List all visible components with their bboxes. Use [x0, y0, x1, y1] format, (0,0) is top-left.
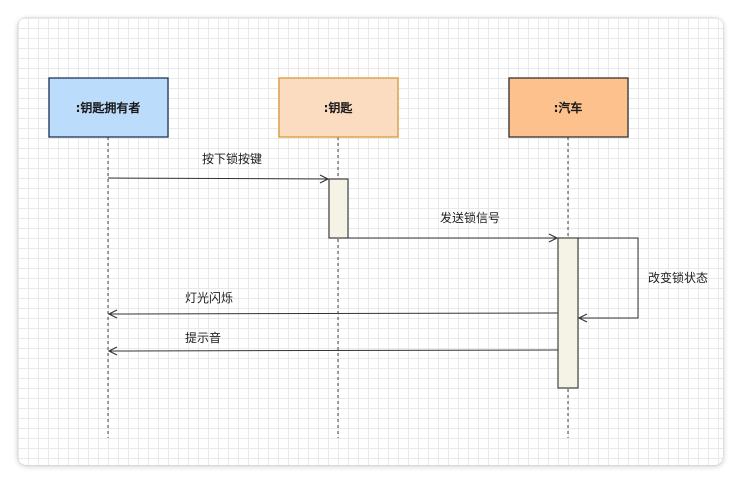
- participant-owner-box: [48, 77, 169, 138]
- message-press-lock-arrow: [107, 178, 328, 179]
- message-change-state-arrow: [578, 237, 639, 318]
- activation-car: [557, 237, 579, 389]
- participant-key-box: [278, 77, 399, 138]
- participant-car-label: :汽车: [554, 100, 583, 115]
- message-prompt-sound[interactable]: 提示音: [109, 330, 559, 351]
- diagram-canvas: :钥匙拥有者 :钥匙 :汽车 按下锁按键 发送锁信号 改变锁状态: [18, 18, 723, 465]
- message-send-signal[interactable]: 发送锁信号: [348, 210, 557, 238]
- message-change-state-label: 改变锁状态: [648, 270, 708, 285]
- participant-owner[interactable]: :钥匙拥有者: [48, 77, 169, 138]
- message-lights-flash[interactable]: 灯光闪烁: [109, 291, 559, 314]
- message-press-lock-label: 按下锁按键: [202, 151, 262, 166]
- message-send-signal-label: 发送锁信号: [440, 210, 500, 225]
- message-lights-flash-arrow: [109, 313, 559, 314]
- message-prompt-sound-label: 提示音: [185, 330, 221, 345]
- message-lights-flash-label: 灯光闪烁: [185, 291, 233, 305]
- participant-car[interactable]: :汽车: [508, 77, 629, 138]
- participant-car-box: [508, 77, 629, 138]
- sequence-diagram: :钥匙拥有者 :钥匙 :汽车 按下锁按键 发送锁信号 改变锁状态: [48, 77, 708, 438]
- message-prompt-sound-arrow: [109, 350, 559, 351]
- activation-key: [328, 178, 349, 239]
- participant-owner-label: :钥匙拥有者: [76, 100, 141, 115]
- message-change-state[interactable]: 改变锁状态: [578, 237, 708, 318]
- participant-key[interactable]: :钥匙: [278, 77, 399, 138]
- participant-key-label: :钥匙: [324, 100, 354, 115]
- message-press-lock[interactable]: 按下锁按键: [107, 151, 328, 179]
